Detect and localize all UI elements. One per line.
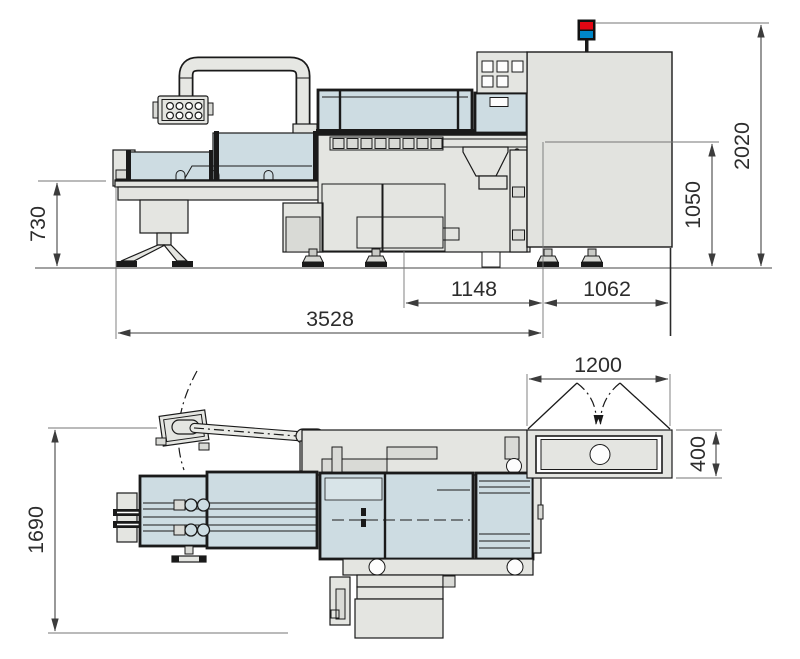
door-swing bbox=[527, 382, 671, 430]
hmi-panel-body bbox=[157, 95, 209, 125]
product-puck bbox=[209, 170, 220, 180]
cabinet-body bbox=[526, 51, 673, 248]
plan-center-guard bbox=[318, 471, 475, 561]
cabinet-foot bbox=[580, 248, 604, 268]
component-row bbox=[329, 136, 444, 151]
infeed-head-block bbox=[116, 492, 138, 543]
product-puck bbox=[175, 170, 186, 180]
switch bbox=[481, 60, 494, 73]
dim-1690: 1690 bbox=[24, 427, 288, 634]
dim-3528-label: 3528 bbox=[306, 307, 354, 331]
plan-infeed bbox=[113, 470, 319, 563]
stand-foot bbox=[116, 261, 137, 267]
lamp-stem bbox=[585, 38, 589, 52]
plan-right-guard bbox=[474, 471, 544, 561]
infeed-stand bbox=[116, 199, 193, 267]
door-handle bbox=[361, 519, 366, 527]
outfeed-table bbox=[526, 429, 673, 479]
control-cabinet bbox=[476, 51, 673, 268]
lamp-blue-segment bbox=[580, 31, 593, 38]
product-puck bbox=[263, 170, 274, 180]
dim-400-label: 400 bbox=[686, 436, 710, 472]
lamp-red-segment bbox=[580, 22, 593, 30]
plan-machine-frame bbox=[301, 429, 528, 476]
dim-400: 400 bbox=[676, 429, 722, 479]
dim-1062-label: 1062 bbox=[583, 277, 631, 301]
dim-1050: 1050 bbox=[545, 141, 719, 267]
side-view: 730 3528 1148 1062 1050 2020 bbox=[26, 19, 772, 339]
plan-view: 1690 1200 400 bbox=[24, 353, 722, 639]
dim-1200-label: 1200 bbox=[574, 353, 622, 377]
chute bbox=[478, 175, 508, 190]
stand-leg bbox=[162, 244, 189, 262]
dim-1148-label: 1148 bbox=[451, 277, 497, 301]
door-open-right bbox=[619, 382, 671, 430]
infeed-conveyor bbox=[112, 131, 530, 201]
switch bbox=[496, 60, 509, 73]
door-open-left bbox=[527, 382, 578, 430]
rotary-unit bbox=[506, 558, 524, 576]
switch bbox=[496, 75, 509, 88]
signal-tower-icon bbox=[577, 19, 596, 52]
arm-tube bbox=[180, 58, 309, 128]
hmi-panel bbox=[152, 95, 214, 125]
stand-foot bbox=[172, 261, 193, 267]
cabinet-foot bbox=[536, 248, 560, 268]
plan-bottom-band bbox=[342, 558, 534, 576]
guard-window-long bbox=[316, 88, 474, 136]
infeed-guard-mid bbox=[212, 132, 319, 181]
base-notch bbox=[481, 251, 501, 268]
dim-2020: 2020 bbox=[595, 22, 769, 267]
roller-pairs bbox=[184, 498, 211, 537]
door-swing-arc-right bbox=[597, 382, 621, 425]
dim-1062: 1062 bbox=[543, 248, 672, 336]
switch bbox=[481, 75, 494, 88]
rotary-unit bbox=[368, 558, 386, 576]
guard-window-right bbox=[473, 91, 529, 135]
switch bbox=[511, 60, 524, 73]
plan-guard-infeed-2 bbox=[205, 470, 319, 550]
door-swing-arc-left bbox=[576, 382, 600, 425]
door-handle bbox=[361, 508, 366, 516]
dim-730-label: 730 bbox=[26, 206, 50, 242]
hmi-panel-buttons bbox=[166, 101, 203, 120]
dim-1050-label: 1050 bbox=[681, 181, 705, 229]
stand-box bbox=[139, 199, 189, 234]
dim-1690-label: 1690 bbox=[24, 506, 48, 554]
conveyor-lines bbox=[143, 502, 317, 532]
window-sticker bbox=[489, 97, 509, 107]
dim-730: 730 bbox=[26, 180, 106, 267]
discharge-station bbox=[443, 138, 537, 253]
stand-leg bbox=[120, 244, 166, 262]
plan-stand-foot bbox=[171, 545, 207, 563]
rotary-unit bbox=[506, 458, 522, 474]
dim-3528: 3528 bbox=[115, 186, 542, 339]
dim-2020-label: 2020 bbox=[730, 122, 754, 170]
table-knob bbox=[589, 444, 611, 465]
switch-panel bbox=[476, 51, 528, 94]
dim-1200: 1200 bbox=[526, 353, 671, 426]
carton-magazine bbox=[329, 574, 456, 639]
dim-1148: 1148 bbox=[403, 142, 544, 338]
magazine-tray bbox=[354, 598, 444, 639]
